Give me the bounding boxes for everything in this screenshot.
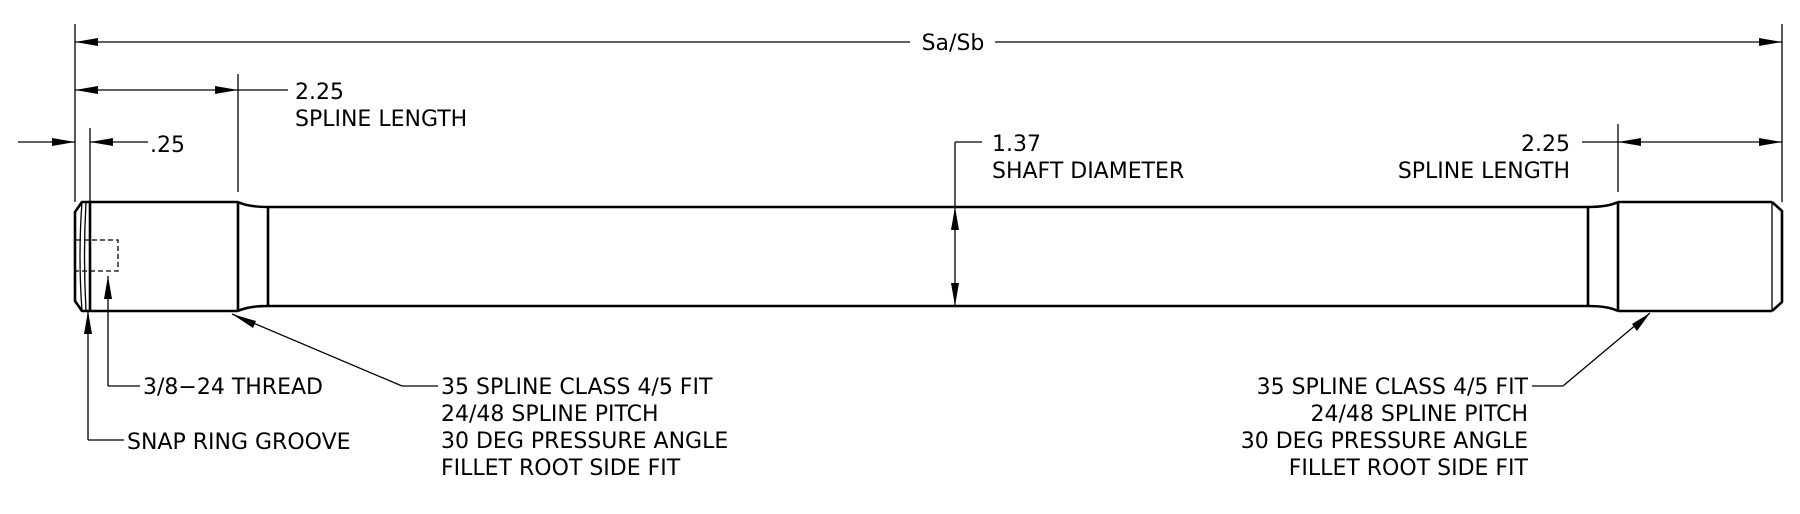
leader-line	[231, 313, 403, 387]
left-spline-value: 2.25	[295, 80, 344, 105]
spec-line: 30 DEG PRESSURE ANGLE	[1241, 429, 1528, 454]
right-spline-length-dimension: 2.25 SPLINE LENGTH	[1398, 124, 1782, 192]
shaft-outline	[73, 200, 1784, 313]
overall-dim-label: Sa/Sb	[922, 31, 985, 56]
left-end-chamfer	[73, 200, 90, 313]
arrowhead	[104, 276, 112, 299]
left-spline-label: SPLINE LENGTH	[295, 107, 467, 132]
right-end-chamfer	[1771, 201, 1784, 312]
arrowhead-left	[1618, 138, 1641, 146]
arrowhead-bottom	[951, 283, 959, 306]
right-spline-value: 2.25	[1521, 132, 1570, 157]
spec-line: 35 SPLINE CLASS 4/5 FIT	[1257, 375, 1529, 400]
arrowhead-right	[90, 138, 113, 146]
spline-spec-callout-left: 35 SPLINE CLASS 4/5 FIT 24/48 SPLINE PIT…	[231, 313, 728, 481]
left-fillet-top	[237, 200, 269, 209]
arrowhead-right	[1759, 138, 1782, 146]
thread-hole-hidden	[76, 239, 119, 272]
shaft-diameter-value: 1.37	[992, 132, 1041, 157]
shaft-diameter-label: SHAFT DIAMETER	[992, 159, 1184, 184]
overall-dimension: Sa/Sb	[74, 24, 1783, 202]
groove-offset-value: .25	[150, 133, 185, 158]
arrowhead-left	[52, 138, 75, 146]
right-fillet-top	[1587, 200, 1619, 209]
left-fillet-bottom	[237, 304, 269, 313]
snap-ring-callout: SNAP RING GROOVE	[84, 311, 351, 455]
right-spline-label: SPLINE LENGTH	[1398, 159, 1570, 184]
arrowhead-right	[215, 86, 238, 94]
left-spline-length-dimension: 2.25 SPLINE LENGTH	[75, 74, 467, 192]
snap-ring-groove-edge	[79, 201, 83, 312]
spec-line: FILLET ROOT SIDE FIT	[441, 456, 681, 481]
arrowhead	[84, 311, 92, 334]
shaft-diameter-dimension: 1.37 SHAFT DIAMETER	[951, 132, 1184, 306]
spec-line: 24/48 SPLINE PITCH	[441, 402, 659, 427]
thread-callout: 3/8−24 THREAD	[104, 276, 323, 400]
spec-line: 35 SPLINE CLASS 4/5 FIT	[441, 375, 713, 400]
arrowhead-right	[1759, 38, 1782, 46]
snap-ring-groove-edge	[83, 201, 87, 312]
spline-spec-callout-right: 35 SPLINE CLASS 4/5 FIT 24/48 SPLINE PIT…	[1241, 312, 1651, 481]
right-fillet-bottom	[1587, 304, 1619, 313]
spec-line: FILLET ROOT SIDE FIT	[1289, 456, 1529, 481]
arrowhead	[1632, 313, 1650, 331]
arrowhead-left	[75, 86, 98, 94]
arrowhead	[232, 314, 256, 328]
spec-line: 30 DEG PRESSURE ANGLE	[441, 429, 728, 454]
groove-offset-dimension: .25	[18, 128, 185, 202]
arrowhead-left	[75, 38, 98, 46]
thread-label: 3/8−24 THREAD	[143, 375, 323, 400]
arrowhead-top	[951, 207, 959, 230]
snap-ring-label: SNAP RING GROOVE	[127, 430, 351, 455]
spec-line: 24/48 SPLINE PITCH	[1310, 402, 1528, 427]
